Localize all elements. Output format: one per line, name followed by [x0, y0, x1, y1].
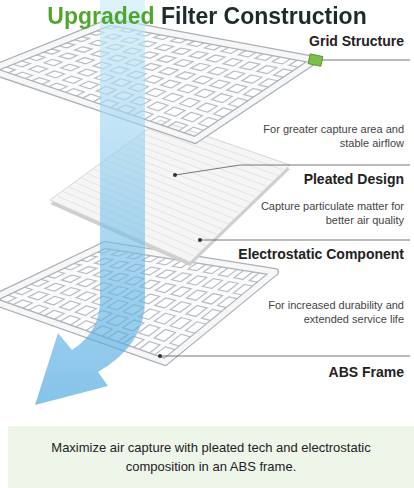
- sheet-face: [50, 120, 290, 262]
- pleat-line: [129, 142, 262, 192]
- pleat-line: [142, 133, 274, 181]
- leader-dots: [158, 173, 202, 358]
- grid-structure: [0, 22, 315, 140]
- grid-frame: [0, 22, 315, 140]
- airflow-arrow: [35, 0, 145, 405]
- part-note: For increased durability and extended se…: [244, 298, 404, 326]
- leader-dot: [173, 173, 177, 177]
- part-name: ABS Frame: [329, 364, 404, 381]
- pleated-sheet: [50, 120, 290, 266]
- part-name: Electrostatic Component: [238, 246, 404, 263]
- diagram-title: Upgraded Filter Construction: [47, 2, 366, 30]
- leader-line: [322, 60, 410, 61]
- grid-frame: [0, 22, 315, 140]
- part-note: For greater capture area and stable airf…: [244, 122, 404, 150]
- caption-panel: Maximize air capture with pleated tech a…: [8, 426, 414, 488]
- part-note: Capture particulate matter for better ai…: [254, 199, 404, 227]
- leader-line: [200, 240, 410, 241]
- pleat-line: [136, 138, 268, 187]
- title-bar: Upgraded Filter Construction: [0, 2, 414, 30]
- leader-line: [160, 356, 410, 357]
- frame-corner-highlight: [308, 54, 323, 66]
- leader-lines: [160, 60, 410, 356]
- part-name: Grid Structure: [309, 33, 404, 50]
- caption-text: Maximize air capture with pleated tech a…: [26, 438, 396, 476]
- leader-dot: [198, 238, 202, 242]
- part-name: Pleated Design: [304, 171, 404, 188]
- leader-dot: [158, 354, 162, 358]
